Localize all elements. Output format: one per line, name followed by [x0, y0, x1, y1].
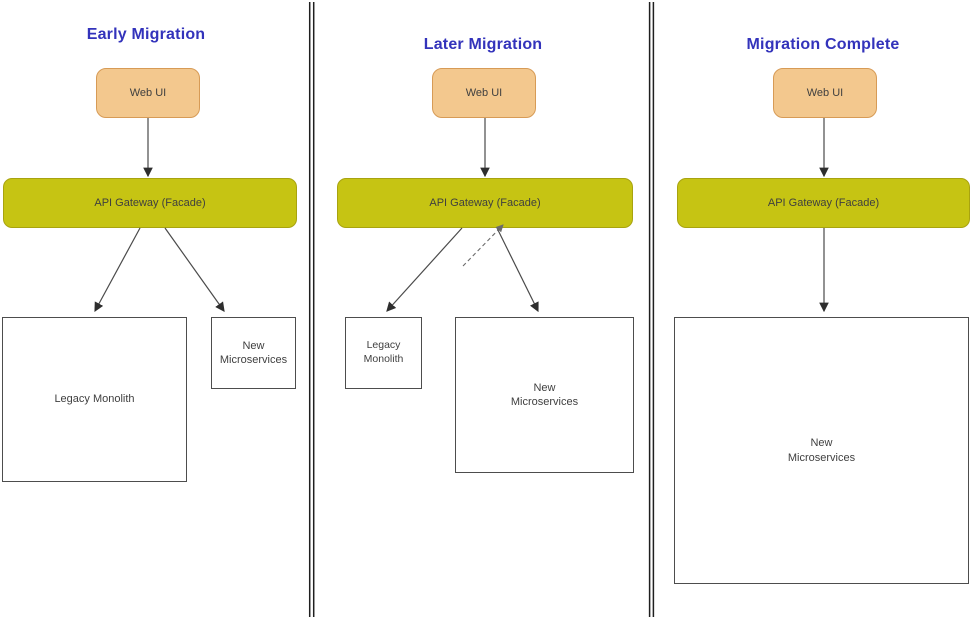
node-new-microservices: New Microservices: [674, 317, 969, 584]
arrow-gateway-to-legacy: [386, 227, 463, 312]
node-web-ui: Web UI: [432, 68, 536, 118]
node-new-microservices: New Microservices: [211, 317, 296, 389]
node-new-microservices: New Microservices: [455, 317, 634, 473]
arrow-gateway-to-microservices: [496, 227, 539, 313]
panel-title-migration-complete: Migration Complete: [746, 36, 900, 53]
node-api-gateway: API Gateway (Facade): [677, 178, 970, 228]
node-api-gateway: API Gateway (Facade): [337, 178, 633, 228]
node-api-gateway: API Gateway (Facade): [3, 178, 297, 228]
node-legacy-monolith: Legacy Monolith: [2, 317, 187, 482]
panel-title-later-migration: Later Migration: [423, 36, 543, 53]
node-web-ui: Web UI: [96, 68, 200, 118]
arrow-gateway-to-legacy: [94, 227, 141, 313]
panel-title-early-migration: Early Migration: [86, 26, 206, 43]
arrow-gateway-to-microservices: [164, 227, 225, 312]
dashed-deprecated-route: [462, 224, 504, 267]
node-web-ui: Web UI: [773, 68, 877, 118]
node-legacy-monolith: Legacy Monolith: [345, 317, 422, 389]
